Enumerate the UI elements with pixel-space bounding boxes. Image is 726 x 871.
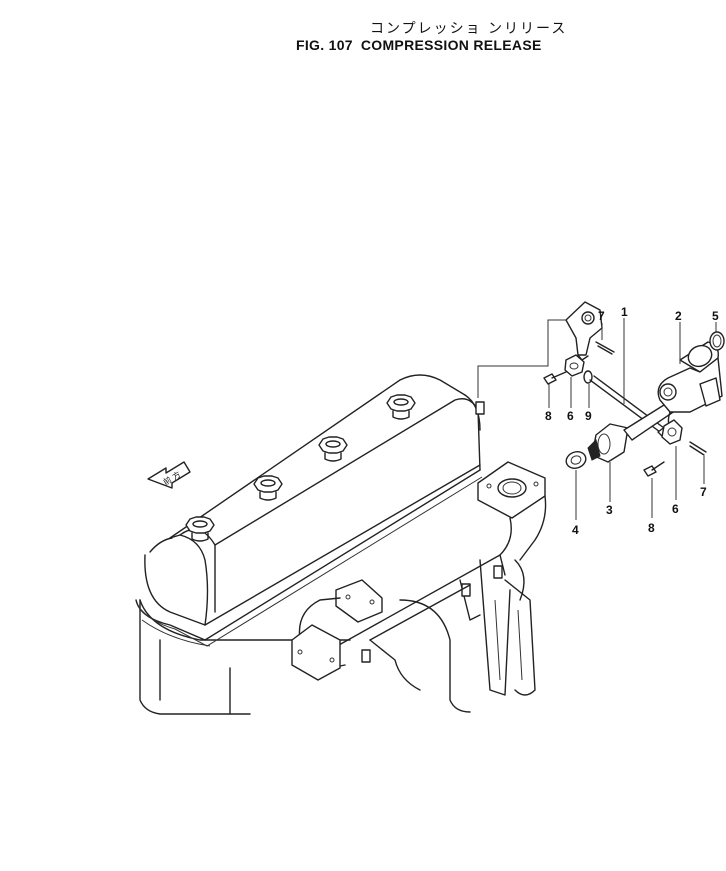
nut-upper [564, 354, 585, 377]
housing [657, 341, 723, 435]
engine-block [139, 559, 536, 715]
o-ring [709, 331, 725, 351]
filler-cap [318, 436, 348, 462]
figure-title: FIG. 107 COMPRESSION RELEASE [296, 37, 550, 53]
callout-6-upper: 6 [567, 409, 574, 423]
callout-5: 5 [712, 309, 719, 323]
callout-1: 1 [621, 305, 628, 319]
gasket-ring [565, 451, 587, 469]
valve-cover [135, 374, 485, 647]
callout-4: 4 [572, 523, 579, 537]
front-direction-arrow: 前 方 [147, 461, 191, 489]
nut-lower [661, 419, 683, 445]
callout-3: 3 [606, 503, 613, 517]
leader-line [477, 319, 586, 398]
oil-filler-caps [185, 394, 416, 542]
callout-labels: 7 1 2 5 8 6 9 3 4 8 6 7 [545, 305, 719, 537]
callout-6-lower: 6 [672, 502, 679, 516]
callout-8-lower: 8 [648, 521, 655, 535]
bolt-lower [643, 461, 665, 477]
filler-cap [253, 475, 283, 501]
filler-cap [386, 394, 416, 420]
intake-manifold [291, 461, 547, 681]
figure-caption: COMPRESSION RELEASE [360, 37, 542, 53]
callout-leaders [548, 318, 717, 520]
figure-number: FIG. 107 [296, 37, 353, 53]
upper-lever-bracket [565, 301, 603, 361]
filler-cap [185, 516, 215, 542]
cotter-pin-upper [595, 341, 615, 355]
callout-7-upper: 7 [598, 309, 605, 323]
cotter-pin-lower [689, 441, 707, 456]
callout-2: 2 [675, 309, 682, 323]
callout-7-lower: 7 [700, 485, 707, 499]
bolt-upper [543, 371, 567, 385]
japanese-title: コンプレッショ ンリリース [370, 21, 568, 37]
callout-8-upper: 8 [545, 409, 552, 423]
callout-9: 9 [585, 409, 592, 423]
